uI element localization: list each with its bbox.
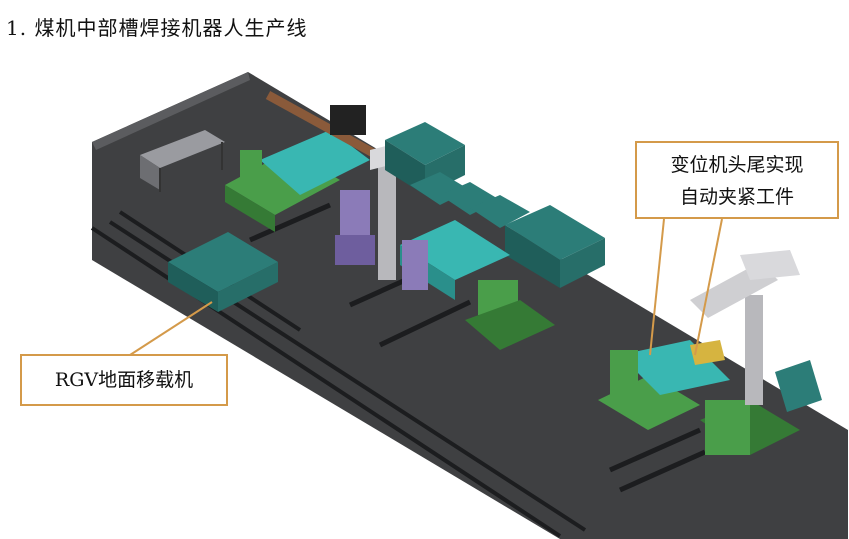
positioner-callout-pointer-1 [649,218,665,356]
welding-cell-3 [598,250,822,455]
workbench [140,130,225,192]
rgv-callout-label: RGV地面移载机 [54,369,194,391]
welding-cell-1 [225,130,375,265]
rgv-vehicle [168,232,278,312]
positioner-callout-line1: 变位机头尾实现 [670,154,804,176]
welding-cell-2 [400,220,555,350]
control-cabinet [505,205,605,288]
rgv-callout: RGV地面移载机 [20,354,228,406]
positioner-callout-line2: 自动夹紧工件 [679,186,794,208]
dust-collector-units [385,122,530,228]
page-title: 1. 煤机中部槽焊接机器人生产线 [6,16,308,40]
positioner-callout: 变位机头尾实现 自动夹紧工件 [635,141,839,219]
rgv-callout-pointer [129,301,213,356]
positioner-callout-pointer-2 [694,218,723,356]
floor-edge [92,72,250,150]
